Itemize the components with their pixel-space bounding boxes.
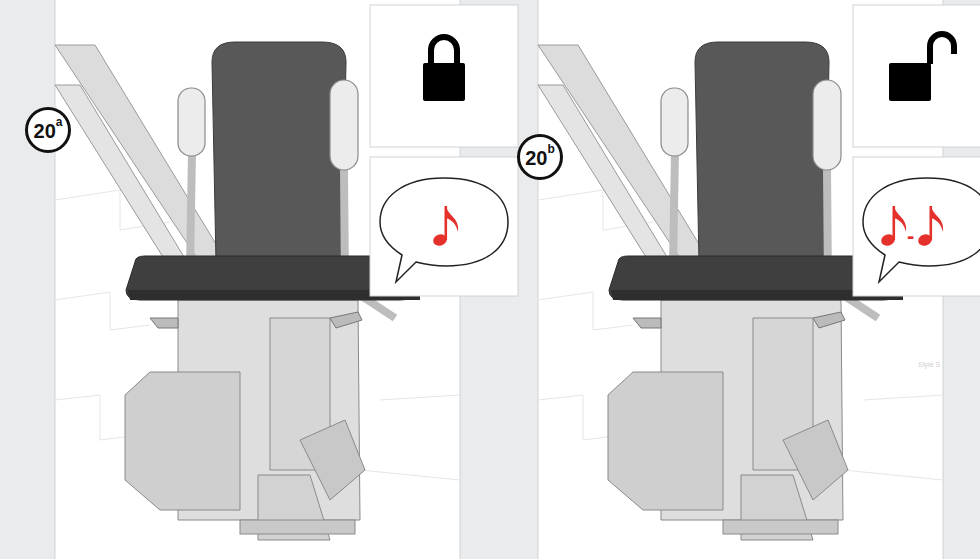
callout-number: 20 [34, 121, 56, 141]
watermark-text: Style S [918, 361, 940, 368]
callout-suffix: a [56, 116, 63, 128]
callout-circle: 20a [25, 107, 71, 153]
callout-suffix: b [547, 143, 554, 155]
separator-dash: - [907, 225, 914, 247]
callout-circle: 20b [517, 134, 563, 180]
callout-number: 20 [525, 148, 547, 168]
